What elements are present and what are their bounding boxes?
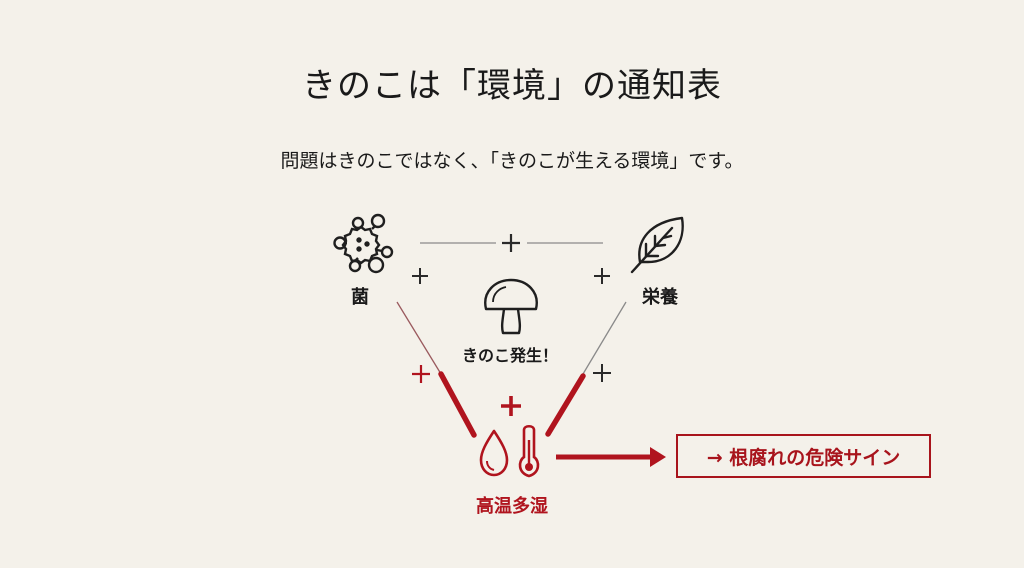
mushroom-icon [484, 278, 538, 335]
mushroom-label: きのこ発生！ [461, 346, 558, 365]
root-rot-warning-text: → 根腐れの危険サイン [706, 446, 901, 469]
plus-lower-left-icon [412, 365, 430, 383]
plus-upper-right-icon [594, 268, 610, 284]
plus-lower-right-icon [593, 364, 611, 382]
nutrients-label: 栄養 [642, 287, 678, 308]
leaf-icon [630, 216, 684, 274]
right-connector [545, 301, 627, 437]
root-rot-warning-box: → 根腐れの危険サイン [676, 434, 931, 478]
water-drop-icon [479, 429, 509, 477]
page-subtitle: 問題はきのこではなく、「きのこが生える環境」です。 [280, 150, 744, 172]
arrow-right-icon [556, 447, 666, 467]
plus-bottom-icon [501, 396, 521, 416]
left-connector [396, 301, 477, 438]
plus-upper-left-icon [412, 268, 428, 284]
page-title: きのこは「環境」の通知表 [302, 66, 722, 106]
plus-top-icon [502, 234, 520, 252]
thermometer-icon [518, 424, 540, 478]
environment-label: 高温多湿 [476, 496, 548, 517]
fungus-label: 菌 [351, 287, 369, 308]
microbe-icon [333, 213, 394, 274]
